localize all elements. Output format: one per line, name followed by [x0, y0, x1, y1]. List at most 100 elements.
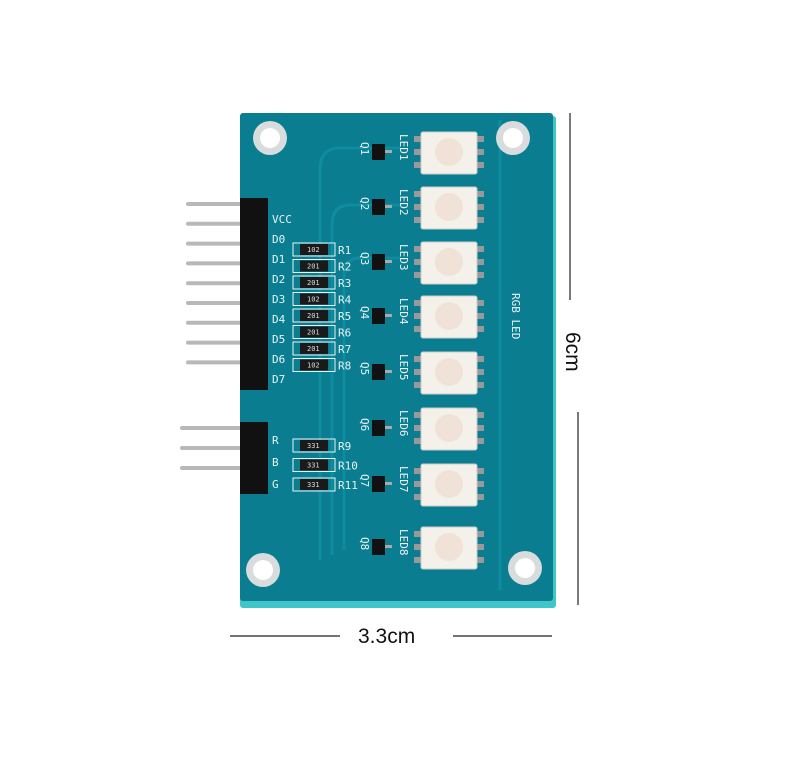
pin-label: D3 — [272, 293, 285, 306]
transistor-label: Q7 — [358, 474, 371, 487]
resistor-body — [300, 260, 328, 272]
resistor — [292, 458, 336, 472]
resistor-code: 331 — [307, 481, 320, 489]
transistor-lead — [385, 545, 392, 548]
resistor-code: 331 — [307, 462, 320, 470]
resistor-body — [300, 277, 328, 288]
resistor-code: 331 — [307, 442, 320, 450]
resistor-body — [300, 459, 328, 471]
transistor — [372, 144, 385, 160]
led-lens — [435, 193, 463, 221]
led-lens — [435, 470, 463, 498]
resistor-label: R1 — [338, 244, 351, 257]
resistor — [292, 341, 336, 356]
header-pin — [186, 281, 256, 286]
transistor-lead — [385, 482, 392, 485]
led-label: LED1 — [397, 134, 410, 161]
header-pin — [186, 202, 256, 206]
transistor — [372, 364, 385, 380]
resistor-body — [300, 244, 328, 255]
transistor-lead — [385, 370, 392, 373]
header-pin — [186, 301, 256, 305]
color-pin-label: B — [272, 456, 279, 469]
led-label: LED3 — [397, 244, 410, 271]
resistor-label: R11 — [338, 479, 358, 492]
pcb-traces — [318, 120, 502, 590]
pcb-board — [240, 113, 553, 601]
led-label: LED2 — [397, 189, 410, 216]
resistor-label: R10 — [338, 460, 358, 473]
color-pin — [180, 426, 256, 430]
width-dimension: 3.3cm — [358, 625, 415, 648]
led-lens — [435, 533, 463, 561]
color-pin-label: R — [272, 434, 279, 447]
color-pin — [180, 446, 256, 450]
header-pins — [180, 202, 256, 470]
resistor — [292, 275, 336, 290]
resistor — [292, 325, 336, 339]
pin-label: D5 — [272, 333, 285, 346]
led-label: LED7 — [397, 466, 410, 493]
board-title: RGB LED — [509, 293, 522, 339]
height-dimension: 6cm — [561, 332, 584, 372]
resistor-body — [300, 310, 328, 321]
pin-label: D7 — [272, 373, 285, 386]
resistor-label: R4 — [338, 294, 352, 307]
transistor-label: Q6 — [358, 418, 371, 431]
resistor-code: 102 — [307, 362, 320, 370]
resistor-body — [300, 293, 328, 305]
transistor — [372, 420, 385, 436]
resistor — [292, 308, 336, 323]
resistor-label: R6 — [338, 327, 351, 340]
resistor — [292, 292, 336, 306]
header-pin — [186, 261, 256, 266]
transistor-lead — [385, 205, 392, 208]
led-lens — [435, 138, 463, 166]
led-lens — [435, 302, 463, 330]
resistor-code: 102 — [307, 296, 320, 304]
transistor-lead — [385, 314, 392, 317]
resistor — [292, 259, 336, 273]
resistor — [292, 242, 336, 257]
resistor-code: 102 — [307, 246, 320, 254]
led-lens — [435, 358, 463, 386]
resistor-body — [300, 343, 328, 354]
pin-label: D1 — [272, 253, 285, 266]
resistor-body — [300, 440, 328, 451]
header-block — [240, 198, 268, 390]
resistor-body — [300, 326, 328, 338]
resistor-code: 201 — [307, 263, 320, 271]
header-pin — [186, 340, 256, 345]
transistor-label: Q3 — [358, 252, 371, 265]
transistor-label: Q8 — [358, 537, 371, 550]
transistor — [372, 476, 385, 492]
transistor-label: Q5 — [358, 362, 371, 375]
transistor — [372, 308, 385, 324]
resistor-body — [300, 359, 328, 371]
header-pin — [186, 241, 256, 246]
led-label: LED8 — [397, 529, 410, 556]
transistor — [372, 539, 385, 555]
pin-label: D0 — [272, 233, 285, 246]
resistor-label: R5 — [338, 310, 351, 323]
pin-label: VCC — [272, 213, 292, 226]
transistor-lead — [385, 150, 392, 153]
resistor-code: 201 — [307, 312, 320, 320]
resistor-label: R2 — [338, 261, 351, 274]
led-label: LED5 — [397, 354, 410, 381]
pin-label: D2 — [272, 273, 285, 286]
resistor — [292, 477, 336, 492]
resistor-code: 201 — [307, 329, 320, 337]
mounting-hole-center — [253, 560, 273, 580]
mounting-hole-center — [503, 128, 523, 148]
header-pin — [186, 360, 256, 365]
mounting-hole-center — [515, 558, 535, 578]
dimension-lines — [230, 113, 579, 637]
transistor-label: Q1 — [358, 142, 371, 155]
color-pin — [180, 466, 256, 470]
transistor-lead — [385, 260, 392, 263]
transistor-label: Q2 — [358, 197, 371, 210]
transistor-label: Q4 — [358, 306, 371, 320]
resistor-label: R7 — [338, 343, 351, 356]
